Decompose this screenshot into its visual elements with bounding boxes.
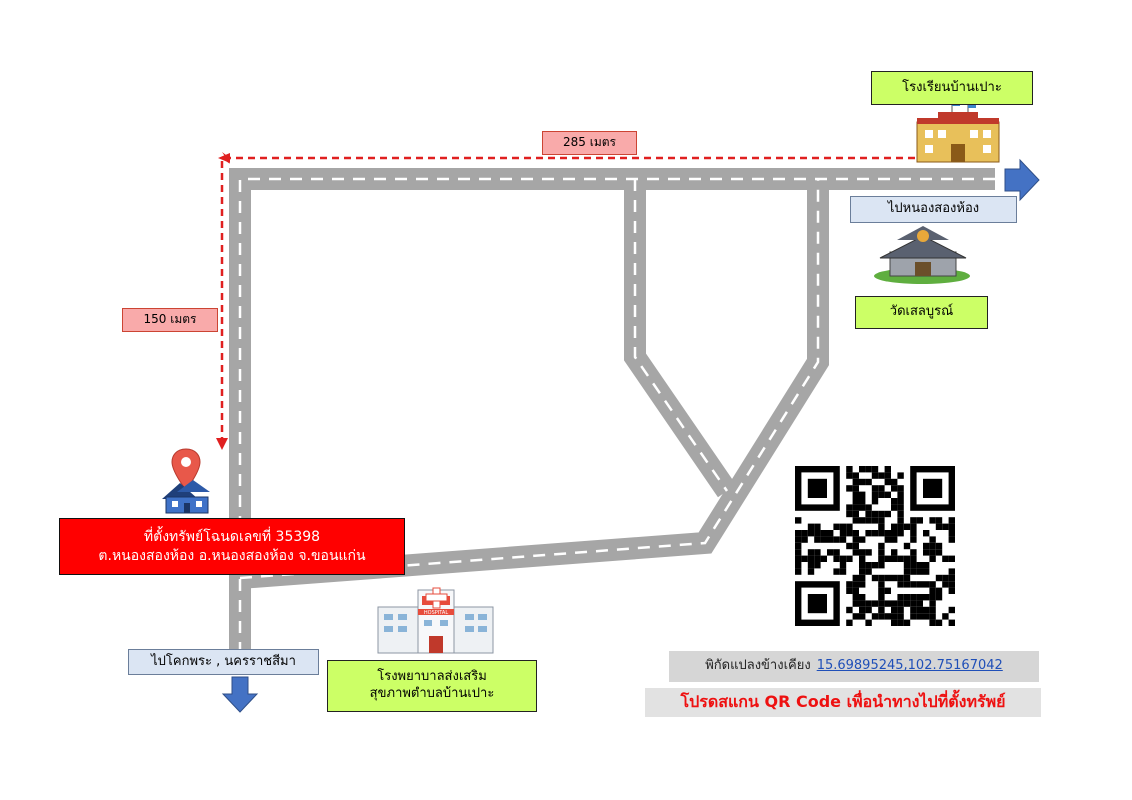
to-khok-phra-label: ไปโคกพระ , นครราชสีมา bbox=[128, 649, 319, 675]
scan-instruction-text: โปรดสแกน QR Code เพื่อนำทางไปที่ตั้งทรัพ… bbox=[680, 692, 1006, 712]
hospital-line-2: สุขภาพตำบลบ้านเปาะ bbox=[369, 686, 495, 701]
property-line-2: ต.หนองสองห้อง อ.หนองสองห้อง จ.ขอนแก่น bbox=[98, 547, 366, 564]
location-pin-icon bbox=[171, 448, 201, 491]
scan-instruction: โปรดสแกน QR Code เพื่อนำทางไปที่ตั้งทรัพ… bbox=[645, 688, 1041, 717]
route-line bbox=[216, 152, 915, 450]
school-label-text: โรงเรียนบ้านเปาะ bbox=[902, 79, 1002, 95]
coordinates-box: พิกัดแปลงข้างเคียง 15.69895245,102.75167… bbox=[669, 651, 1039, 682]
coordinates-label: พิกัดแปลงข้างเคียง bbox=[705, 658, 811, 674]
to-nong-song-hong-text: ไปหนองสองห้อง bbox=[887, 201, 980, 217]
property-line-1: ที่ตั้งทรัพย์โฉนดเลขที่ 35398 bbox=[143, 529, 321, 546]
to-khok-phra-text: ไปโคกพระ , นครราชสีมา bbox=[151, 653, 296, 669]
to-nong-song-hong-label: ไปหนองสองห้อง bbox=[850, 196, 1017, 223]
distance-150-text: 150 เมตร bbox=[143, 312, 197, 327]
arrow-down-icon bbox=[221, 676, 259, 713]
arrow-right-icon bbox=[1004, 158, 1040, 202]
hospital-icon: HOSPITAL bbox=[377, 587, 494, 654]
school-label: โรงเรียนบ้านเปาะ bbox=[871, 71, 1033, 105]
qr-code bbox=[795, 466, 955, 626]
house-icon bbox=[162, 480, 210, 514]
temple-label-text: วัดเสลบูรณ์ bbox=[889, 304, 954, 320]
coordinates-link[interactable]: 15.69895245,102.75167042 bbox=[816, 658, 1003, 674]
hospital-sign-text: HOSPITAL bbox=[424, 610, 448, 616]
hospital-line-1: โรงพยาบาลส่งเสริม bbox=[377, 669, 487, 685]
distance-285-text: 285 เมตร bbox=[563, 135, 616, 150]
road-inner-branch bbox=[624, 179, 737, 498]
school-building-icon bbox=[916, 101, 1000, 163]
road-top-and-left bbox=[229, 168, 995, 650]
hospital-label: โรงพยาบาลส่งเสริม สุขภาพตำบลบ้านเปาะ bbox=[327, 660, 537, 712]
property-location-label: ที่ตั้งทรัพย์โฉนดเลขที่ 35398 ต.หนองสองห… bbox=[59, 518, 405, 575]
temple-label: วัดเสลบูรณ์ bbox=[855, 296, 988, 329]
road-network bbox=[229, 168, 995, 650]
distance-150-label: 150 เมตร bbox=[122, 308, 218, 332]
distance-285-label: 285 เมตร bbox=[542, 131, 637, 155]
temple-icon bbox=[874, 226, 970, 284]
